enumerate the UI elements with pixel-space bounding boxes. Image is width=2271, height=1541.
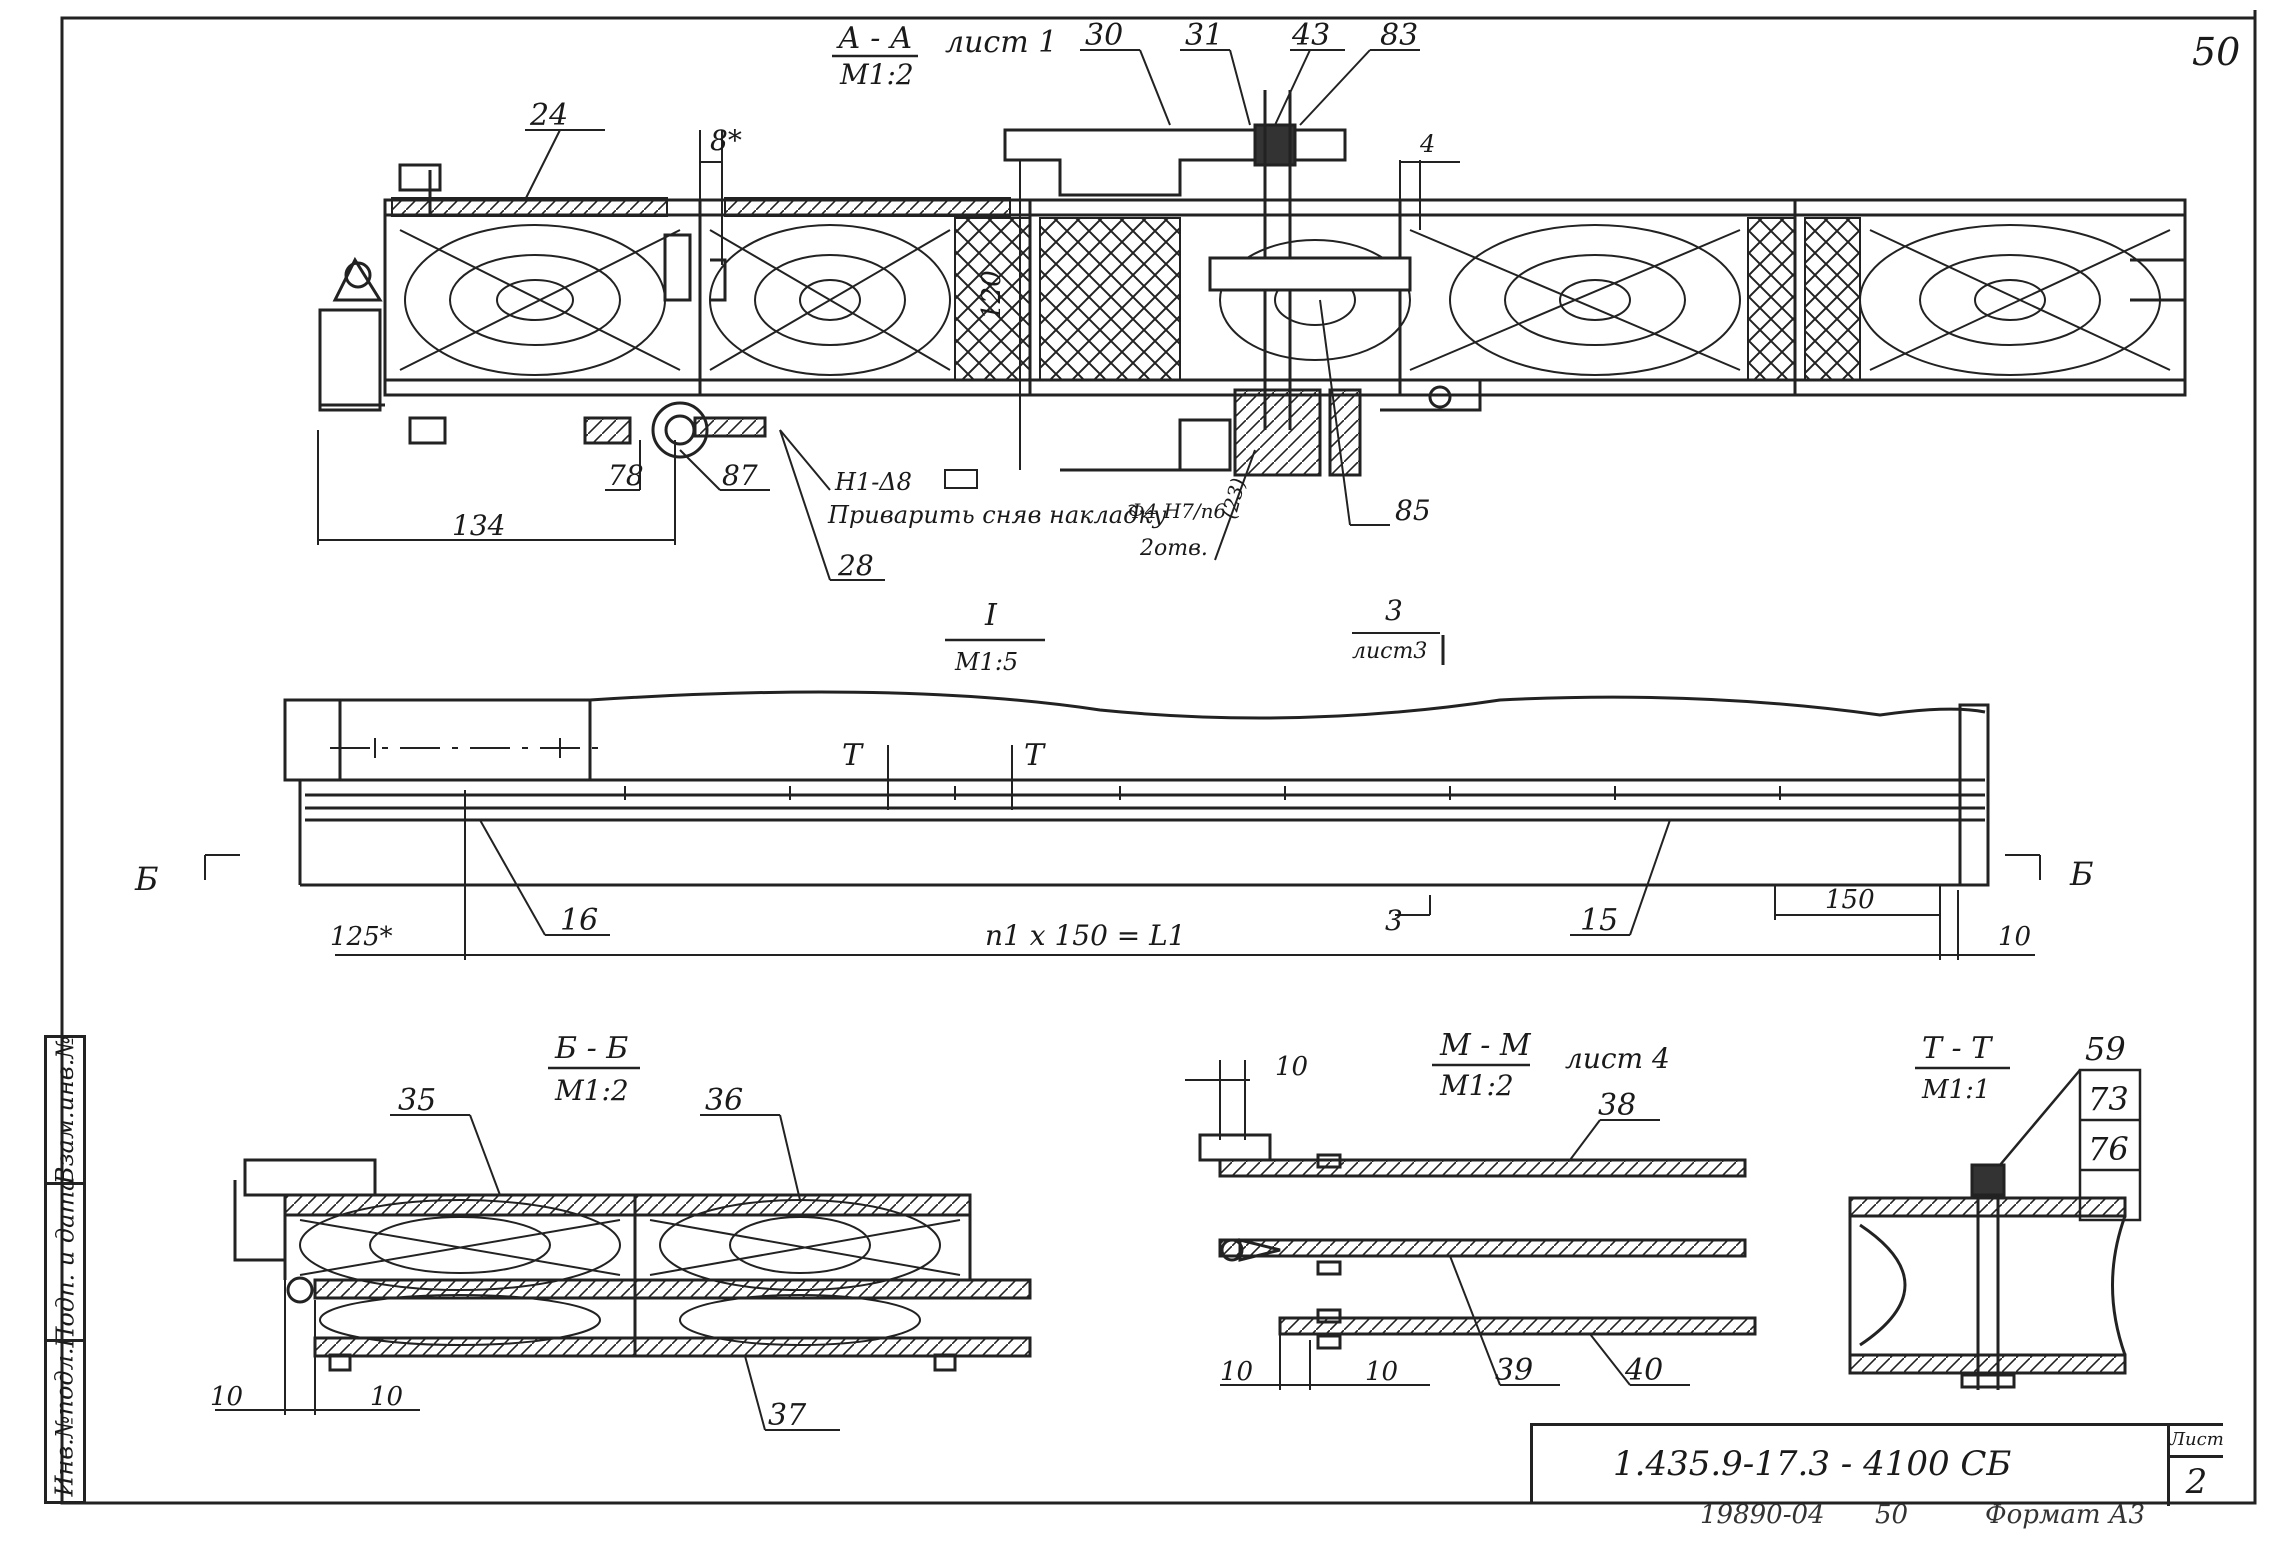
dim-10-bl: 10	[1220, 1357, 1253, 1387]
label-36: 36	[705, 1083, 743, 1118]
label-78: 78	[608, 459, 644, 492]
view-aa-sheet-ref: лист 1	[945, 25, 1057, 60]
section-t-right: Т	[1024, 738, 1046, 773]
label-15: 15	[1580, 903, 1618, 938]
label-16: 16	[560, 903, 598, 938]
label-31: 31	[1185, 18, 1223, 53]
label-87: 87	[722, 459, 758, 492]
view-aa-scale: М1:2	[839, 58, 914, 91]
document-code: 1.435.9-17.3 - 4100 СБ	[1613, 1444, 2012, 1484]
label-39: 39	[1495, 1353, 1533, 1388]
view-bb-scale: М1:2	[554, 1074, 629, 1107]
label-28: 28	[837, 549, 874, 582]
section-b-left: Б	[134, 860, 159, 898]
sheet-frame	[60, 10, 2257, 1505]
label-43: 43	[1291, 18, 1330, 53]
stamp-replace-inv: Взам.инв.№	[44, 1035, 86, 1185]
fit-depth: (23)	[1217, 475, 1251, 521]
label-38: 38	[1598, 1088, 1636, 1123]
archive-number: 19890-04	[1700, 1500, 1825, 1530]
view-tt-scale: М1:1	[1921, 1075, 1990, 1105]
label-40: 40	[1624, 1353, 1663, 1388]
section-b-right: Б	[2069, 855, 2094, 893]
holes-note: 2отв.	[1139, 536, 1208, 561]
view-i-title: I	[984, 598, 998, 633]
label-37: 37	[768, 1398, 807, 1433]
weld-symbol: Н1-Δ8	[834, 468, 912, 496]
dim-10-left: 10	[210, 1382, 243, 1412]
list-header: Лист	[2167, 1426, 2224, 1458]
section-t-left: Т	[842, 738, 864, 773]
dim-120: 120	[977, 270, 1007, 320]
view-mm: М - М М1:2 лист 4	[1185, 1028, 1757, 1390]
label-35: 35	[398, 1083, 436, 1118]
dim-150: 150	[1825, 885, 1875, 915]
bottom-page-number: 50	[1875, 1500, 1909, 1530]
section-3-lower: 3	[1385, 904, 1403, 937]
stamp-sign-date: Подп. и дата	[44, 1177, 86, 1347]
view-tt: Т - Т М1:1 59 73 76	[1848, 1030, 2142, 1390]
label-85: 85	[1395, 494, 1431, 527]
dim-10-br: 10	[1365, 1357, 1398, 1387]
weld-note: Приварить сняв накладку	[827, 501, 1167, 529]
label-73: 73	[2088, 1080, 2129, 1118]
dim-8: 8*	[710, 124, 742, 157]
dim-formula: n1 x 150 = L1	[985, 919, 1186, 952]
label-83: 83	[1380, 18, 1418, 53]
section-3-num: 3	[1385, 594, 1403, 627]
dim-134: 134	[452, 509, 505, 542]
label-76: 76	[2088, 1130, 2129, 1168]
view-i-scale: М1:5	[954, 648, 1018, 676]
list-number: 2	[2167, 1458, 2223, 1506]
sheet-format: Формат А3	[1985, 1500, 2146, 1530]
view-tt-title: Т - Т	[1922, 1031, 1993, 1066]
label-24: 24	[529, 98, 568, 133]
view-mm-title: М - М	[1439, 1028, 1532, 1063]
label-59: 59	[2085, 1030, 2126, 1068]
dim-4: 4	[1419, 130, 1435, 158]
dim-125: 125*	[330, 922, 393, 952]
view-mm-sheet-ref: лист 4	[1565, 1042, 1670, 1075]
dim-10-top: 10	[1275, 1052, 1308, 1082]
title-block: 1.435.9-17.3 - 4100 СБ Лист 2	[1530, 1423, 2224, 1506]
view-mm-scale: М1:2	[1439, 1069, 1514, 1102]
view-bb-title: Б - Б	[554, 1031, 628, 1066]
dim-10: 10	[1998, 922, 2031, 952]
page-number: 50	[2192, 30, 2240, 74]
fit-note: Ф4 Н7/n6	[1128, 499, 1226, 523]
stamp-inv-original: Инв.№подл.	[44, 1339, 86, 1504]
view-bb: Б - Б М1:2	[210, 1031, 1032, 1433]
view-aa-title: А - А	[836, 21, 913, 56]
dim-10-right: 10	[370, 1382, 403, 1412]
label-30: 30	[1085, 18, 1123, 53]
view-aa: А - А М1:2 лист 1	[317, 18, 2187, 582]
section-3-ref: лист3	[1352, 639, 1427, 664]
view-i: I М1:5 3 лист3	[134, 594, 2094, 960]
